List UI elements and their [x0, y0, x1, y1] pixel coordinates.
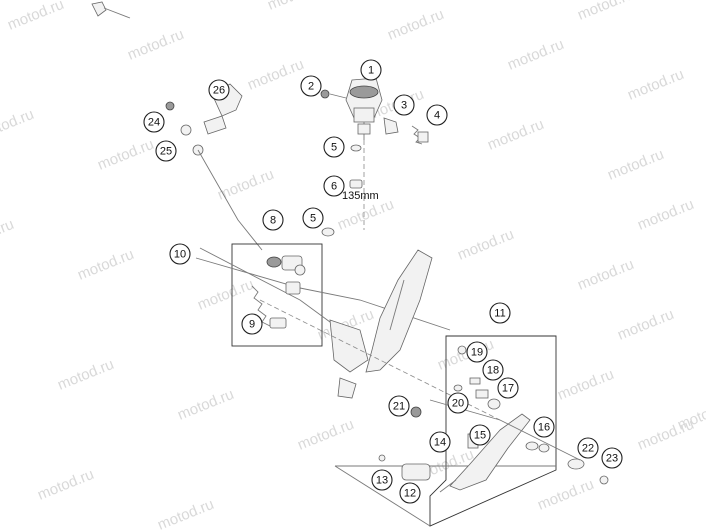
- watermark-text: motod.ru: [55, 356, 116, 394]
- watermark-text: motod.ru: [385, 6, 446, 44]
- callout-1: 1: [360, 59, 382, 81]
- callout-6: 6: [323, 175, 345, 197]
- callout-24: 24: [143, 111, 165, 133]
- callout-23: 23: [601, 447, 623, 469]
- callout-18: 18: [482, 359, 504, 381]
- callout-number: 3: [401, 100, 407, 112]
- box-11-group: [334, 335, 609, 527]
- watermark-text: motod.ru: [0, 216, 16, 254]
- linkage-upper-group: [165, 83, 263, 251]
- callout-number: 15: [474, 430, 486, 442]
- callout-12: 12: [399, 482, 421, 504]
- callout-number: 1: [368, 65, 374, 77]
- watermark-text: motod.ru: [35, 466, 96, 504]
- watermark-text: motod.ru: [535, 476, 596, 514]
- watermark-text: motod.ru: [635, 196, 696, 234]
- watermark-text: motod.ru: [5, 0, 66, 34]
- watermark-text: motod.ru: [555, 366, 616, 404]
- callout-number: 11: [494, 308, 505, 320]
- callout-number: 26: [213, 85, 225, 97]
- watermark-text: motod.ru: [155, 496, 216, 530]
- callout-17: 17: [497, 377, 519, 399]
- watermark-text: motod.ru: [615, 306, 676, 344]
- callout-number: 16: [538, 422, 550, 434]
- callout-number: 22: [582, 443, 594, 455]
- watermark-text: motod.ru: [485, 116, 546, 154]
- callout-21: 21: [388, 395, 410, 417]
- callout-number: 5: [310, 213, 316, 225]
- callout-5: 5: [302, 207, 324, 229]
- callout-2: 2: [300, 75, 322, 97]
- callout-number: 5: [331, 142, 337, 154]
- brake-pedal-body: [259, 249, 501, 421]
- callout-number: 13: [376, 475, 388, 487]
- callout-19: 19: [466, 341, 488, 363]
- callout-number: 6: [331, 181, 337, 193]
- watermark-text: motod.ru: [215, 166, 276, 204]
- watermark-text: motod.ru: [175, 386, 236, 424]
- callout-13: 13: [371, 469, 393, 491]
- callout-number: 23: [606, 453, 618, 465]
- watermark-text: motod.ru: [195, 276, 256, 314]
- callout-number: 9: [249, 319, 255, 331]
- callout-number: 8: [270, 215, 276, 227]
- top-left-part-fragment: [91, 1, 131, 19]
- callout-10: 10: [169, 243, 191, 265]
- callout-number: 25: [160, 146, 172, 158]
- callout-16: 16: [533, 416, 555, 438]
- callout-number: 12: [404, 488, 416, 500]
- hose-length-dimension: 135mm: [342, 190, 379, 202]
- callout-20: 20: [447, 392, 469, 414]
- callout-number: 4: [434, 110, 440, 122]
- callout-number: 10: [174, 249, 186, 261]
- callout-15: 15: [469, 424, 491, 446]
- callout-26: 26: [208, 79, 230, 101]
- callout-number: 21: [393, 401, 405, 413]
- callout-22: 22: [577, 437, 599, 459]
- callout-number: 20: [452, 398, 464, 410]
- callout-number: 18: [487, 365, 499, 377]
- callout-8: 8: [262, 209, 284, 231]
- watermark-text: motod.ru: [455, 226, 516, 264]
- callout-4: 4: [426, 104, 448, 126]
- watermark-text: motod.ru: [245, 56, 306, 94]
- watermark-text: motod.ru: [625, 66, 686, 104]
- callout-11: 11: [489, 302, 511, 324]
- callout-number: 2: [308, 81, 314, 93]
- watermark-text: motod.ru: [295, 416, 356, 454]
- watermark-text: motod.ru: [605, 146, 666, 184]
- watermark-text: motod.ru: [635, 416, 696, 454]
- watermark-text: motod.ru: [95, 136, 156, 174]
- callout-9: 9: [241, 313, 263, 335]
- callout-25: 25: [155, 140, 177, 162]
- watermark-text: motod.ru: [125, 26, 186, 64]
- watermark-text: motod.ru: [265, 0, 326, 14]
- watermark-text: motod.ru: [75, 246, 136, 284]
- callout-number: 17: [502, 383, 514, 395]
- callout-number: 24: [148, 117, 160, 129]
- callout-number: 19: [471, 347, 483, 359]
- watermark-text: motod.ru: [505, 36, 566, 74]
- callout-number: 14: [434, 437, 446, 449]
- callout-14: 14: [429, 431, 451, 453]
- callout-5: 5: [323, 136, 345, 158]
- watermark-text: motod.ru: [575, 0, 636, 24]
- watermark-text: motod.ru: [575, 256, 636, 294]
- callout-3: 3: [393, 94, 415, 116]
- box-8-group: [195, 243, 451, 347]
- watermark-text: motod.ru: [0, 106, 36, 144]
- master-cylinder-group: 135mm: [320, 77, 429, 237]
